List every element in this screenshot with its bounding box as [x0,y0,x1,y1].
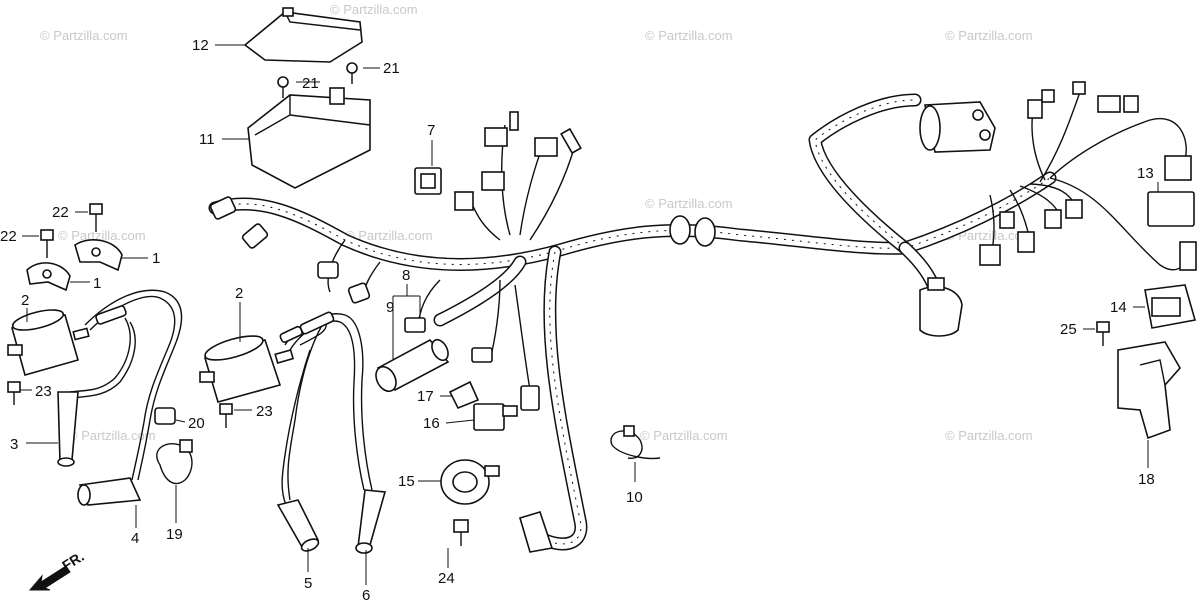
callout-11: 11 [199,131,215,148]
connector-cluster [979,199,1083,266]
callout-19: 19 [166,526,183,543]
part-20-clip [154,407,176,425]
callout-23: 23 [256,403,273,420]
callout-2: 2 [21,292,29,309]
watermark: © Partzilla.com [40,28,128,43]
plug-lead-center [279,311,373,506]
part-9-boot [375,338,450,393]
right-side-connector [1179,241,1197,271]
watermark: © Partzilla.com [945,428,1033,443]
side-connector [520,385,540,411]
front-direction-indicator: FR. [28,548,87,591]
part-2-ignition-coil [199,335,295,403]
part-22-bolt [89,203,103,232]
callout-labels: 12 21 21 11 7 22 22 1 1 2 2 23 23 3 20 1… [0,37,1155,602]
harness-grommet [669,215,691,245]
part-24-bolt [453,519,469,546]
part-22-bolt [40,229,54,258]
callout-3: 3 [10,436,18,453]
part-8-connector [404,317,426,333]
watermark: © Partzilla.com [58,228,146,243]
part-13-relay [1147,191,1195,227]
callout-22: 22 [0,228,17,245]
callout-21: 21 [302,75,319,92]
callout-4: 4 [131,530,139,547]
watermark: © Partzilla.com [645,196,733,211]
plug-lead-left [69,289,183,481]
callout-18: 18 [1138,471,1155,488]
part-2-ignition-coil [7,309,90,376]
upper-right-connectors [1027,81,1192,181]
callout-17: 17 [417,388,434,405]
front-arrow-icon [28,565,71,591]
callout-1: 1 [152,250,160,267]
part-18-bracket [1117,341,1181,440]
watermark: © Partzilla.com [945,28,1033,43]
part-4-plug-cap [77,477,142,506]
left-connectors [209,196,371,304]
callout-8: 8 [402,267,410,284]
callout-6: 6 [362,587,370,602]
harness-end-connector [519,511,554,553]
callout-23: 23 [35,383,52,400]
callout-13: 13 [1137,165,1154,182]
part-16-relay [473,403,518,431]
part-6-plug-cap [355,489,387,554]
part-1-clamp [26,262,71,292]
part-12-cover [243,7,363,63]
watermark: © Partzilla.com [330,2,418,17]
callout-21: 21 [383,60,400,77]
callout-16: 16 [423,415,440,432]
callout-5: 5 [304,575,312,592]
part-25-bolt [1096,321,1110,346]
watermark: © Partzilla.com [640,428,728,443]
part-23-bolt [7,381,21,405]
part-17-connector [448,380,480,410]
callout-20: 20 [188,415,205,432]
callout-10: 10 [626,489,643,506]
callout-15: 15 [398,473,415,490]
part-15-horn [440,459,500,505]
upper-connectors [454,111,582,211]
callout-12: 12 [192,37,209,54]
part-21-screw [277,76,289,98]
callout-2: 2 [235,285,243,302]
callout-22: 22 [52,204,69,221]
callout-14: 14 [1110,299,1127,316]
large-socket [919,277,963,337]
part-3-plug-cap [57,391,79,467]
part-19-clamp [156,439,193,485]
harness-grommet [694,217,716,247]
part-21-screw [346,62,358,84]
part-14-relay [1144,284,1197,329]
watermark: © Partzilla.com [345,228,433,243]
part-1-clamp [74,239,123,272]
part-5-plug-cap [276,499,320,552]
part-7-relay [414,167,442,195]
watermark-layer: © Partzilla.com © Partzilla.com © Partzi… [40,2,1033,443]
watermark: © Partzilla.com [945,228,1033,243]
callout-25: 25 [1060,321,1077,338]
callout-24: 24 [438,570,455,587]
upper-right-relay [919,101,996,153]
small-connector [471,347,493,363]
callout-9: 9 [386,299,394,316]
callout-1: 1 [93,275,101,292]
callout-7: 7 [427,122,435,139]
part-10-cable-band [610,425,661,460]
part-23-bolt [219,403,233,428]
watermark: © Partzilla.com [645,28,733,43]
watermark: © Partzilla.com [68,428,156,443]
part-11-tray [247,87,371,189]
leader-lines [20,44,1159,585]
